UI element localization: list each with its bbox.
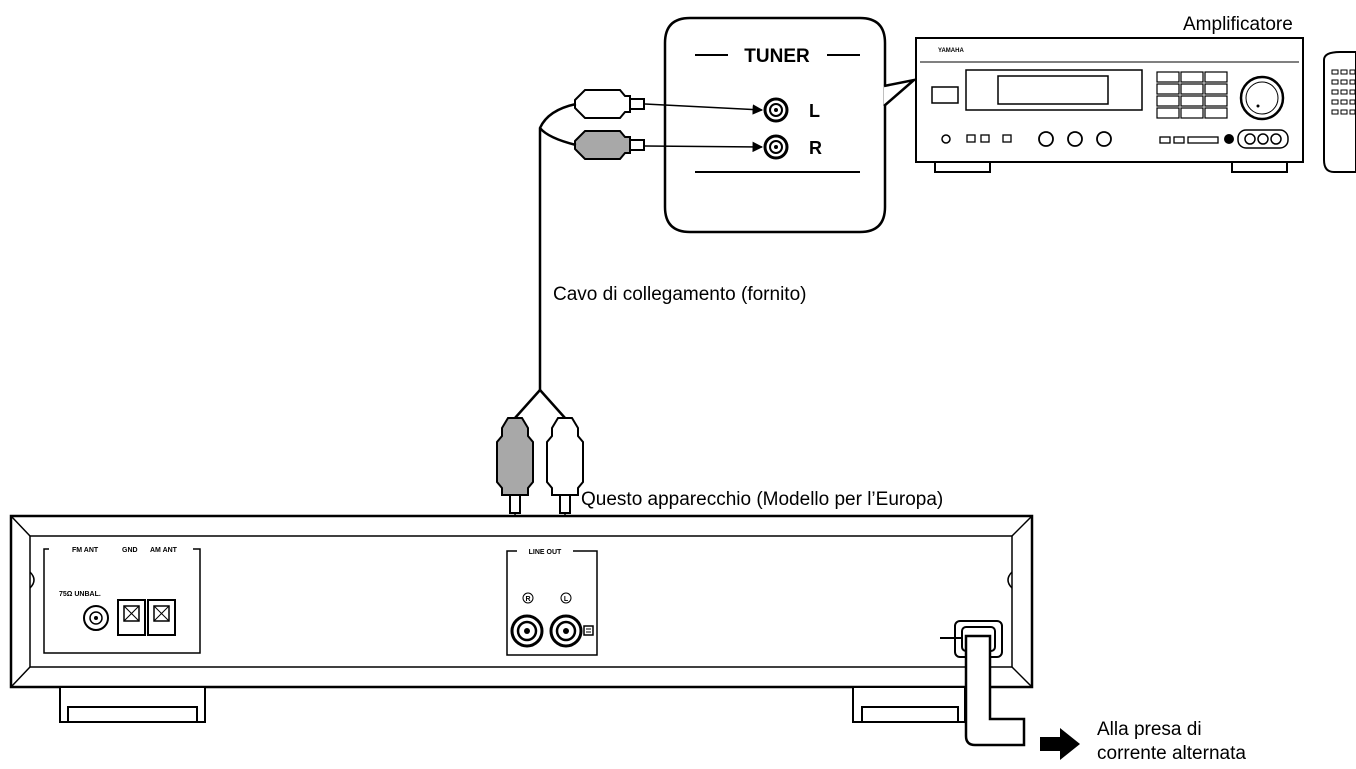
line-out-jack-r-label: R [525, 596, 530, 603]
antenna-header-fm: FM ANT [72, 547, 99, 554]
amplifier-brand: YAMAHA [938, 48, 964, 54]
amplifier-label: Amplificatore [1183, 14, 1293, 35]
tuner-jack-l [763, 97, 789, 123]
tuner-jack-r [763, 134, 789, 160]
line-out-jack-l-label: L [564, 596, 569, 603]
this-unit-label: Questo apparecchio (Modello per l’Europa… [581, 489, 944, 510]
line-out-jack-l [549, 614, 583, 648]
outlet-label-line1: Alla presa di [1097, 719, 1202, 740]
outlet-label-line2: corrente alternata [1097, 743, 1246, 764]
antenna-terminals: FM ANT GND AM ANT 75Ω UNBAL. [43, 544, 201, 654]
fm-antenna-jack [83, 605, 109, 631]
antenna-header-gnd: GND [122, 547, 138, 554]
tuner-title: TUNER [744, 46, 810, 67]
line-out-jack-r [510, 614, 544, 648]
remote-control [1323, 51, 1356, 173]
connection-cable [514, 102, 577, 419]
rear-panel: FM ANT GND AM ANT 75Ω UNBAL. [9, 514, 1034, 747]
tuner-label-l: L [809, 101, 820, 121]
outlet-arrow-icon [1040, 728, 1080, 760]
antenna-header-am: AM ANT [150, 547, 178, 554]
tuner-callout: TUNER L R [663, 16, 919, 234]
amplifier-unit: YAMAHA [915, 37, 1304, 173]
cable-top-plugs [574, 89, 764, 160]
tuner-label-r: R [809, 138, 822, 158]
power-cord [940, 620, 1026, 747]
line-out-block: LINE OUT R L [506, 546, 598, 656]
fm-jack-label: 75Ω UNBAL. [59, 591, 101, 598]
gnd-am-terminal [117, 599, 176, 636]
cable-bottom-plugs [496, 417, 584, 658]
line-out-header: LINE OUT [529, 549, 562, 556]
cable-label: Cavo di collegamento (fornito) [553, 284, 807, 305]
